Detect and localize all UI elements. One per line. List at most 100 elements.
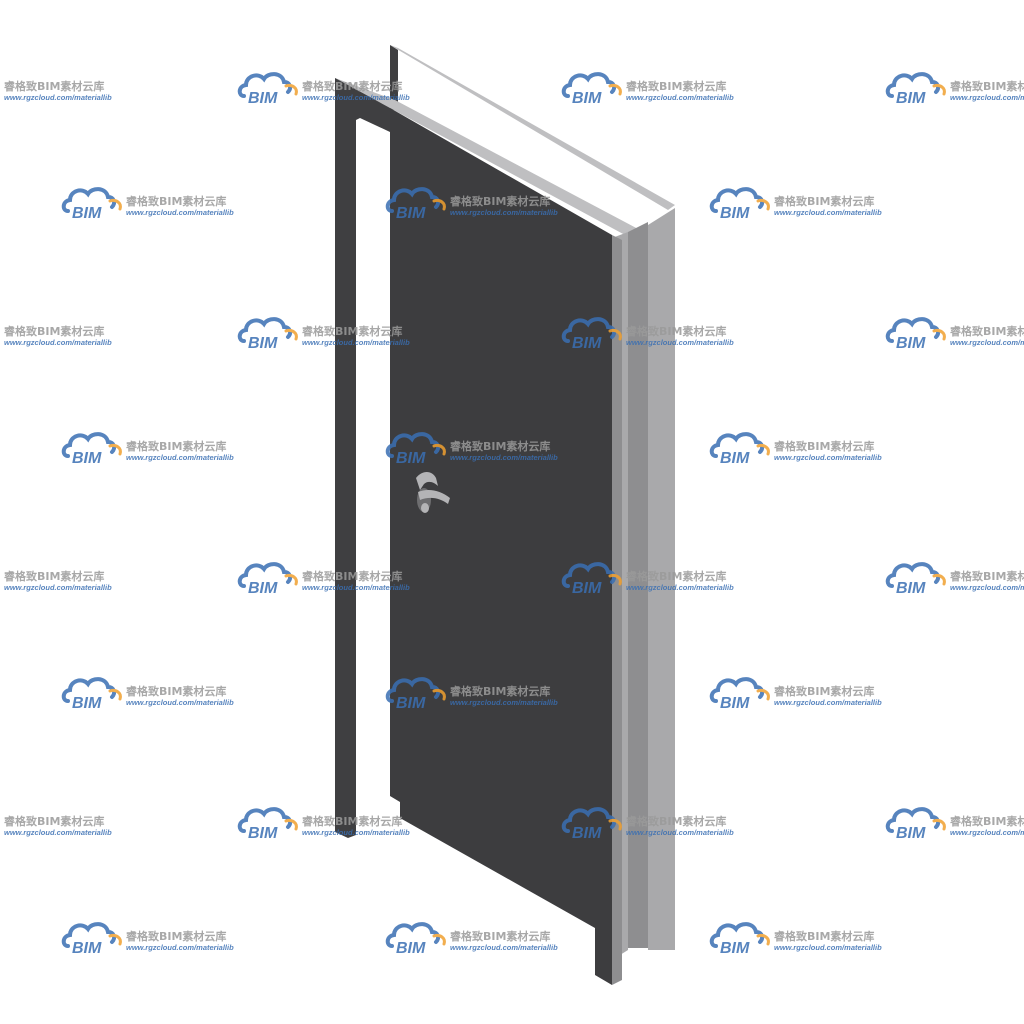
watermark-url: www.rgzcloud.com/materiallib — [774, 943, 882, 952]
door-handle-icon[interactable] — [416, 472, 450, 513]
cloud-logo-icon — [385, 677, 441, 703]
watermark-url: www.rgzcloud.com/materiallib — [4, 338, 112, 347]
watermark-title: 睿格致BIM素材云库 — [450, 439, 550, 453]
watermark-logo-text: BIM — [896, 335, 926, 352]
frame-mid-top-face — [335, 78, 640, 235]
watermark-tile: BIM睿格致BIM素材云库www.rgzcloud.com/materialli… — [385, 922, 558, 957]
watermark-tile: BIM睿格致BIM素材云库www.rgzcloud.com/materialli… — [385, 677, 558, 712]
watermark-title: 睿格致BIM素材云库 — [4, 324, 104, 338]
cloud-logo-icon — [61, 677, 117, 703]
watermark-layer: BIM睿格致BIM素材云库www.rgzcloud.com/materialli… — [4, 72, 1024, 957]
watermark-logo-text: BIM — [896, 825, 926, 842]
watermark-tile: BIM睿格致BIM素材云库www.rgzcloud.com/materialli… — [4, 79, 112, 102]
watermark-tile: BIM睿格致BIM素材云库www.rgzcloud.com/materialli… — [885, 807, 1024, 842]
watermark-url: www.rgzcloud.com/materiallib — [774, 208, 882, 217]
frame-back-top-edge — [390, 45, 675, 210]
watermark-url: www.rgzcloud.com/materiallib — [626, 583, 734, 592]
watermark-url: www.rgzcloud.com/materiallib — [4, 583, 112, 592]
cloud-logo-icon — [61, 922, 117, 948]
watermark-title: 睿格致BIM素材云库 — [774, 684, 874, 698]
cloud-logo-icon — [61, 432, 117, 458]
watermark-logo-text: BIM — [72, 450, 102, 467]
cloud-logo-icon — [885, 317, 941, 343]
watermark-tile: BIM 睿格致BIM素材云库www.rgzcloud.com/materialli… — [561, 807, 734, 842]
watermark-logo-text: BIM — [572, 335, 602, 352]
watermark-url: www.rgzcloud.com/materiallib — [450, 208, 558, 217]
watermark-logo-text: BIM — [72, 695, 102, 712]
watermark-title: 睿格致BIM素材云库 — [302, 569, 402, 583]
frame-mid-right-jamb — [628, 222, 648, 948]
cloud-logo-icon — [709, 677, 765, 703]
frame-back-panel — [390, 45, 398, 110]
frame-left-jamb-inner — [348, 85, 360, 838]
door-leaf-panel — [390, 108, 612, 985]
watermark-url: www.rgzcloud.com/materiallib — [450, 943, 558, 952]
watermark-tile: BIM睿格致BIM素材云库www.rgzcloud.com/materialli… — [885, 562, 1024, 597]
frame-head — [348, 85, 390, 132]
watermark-logo-text: BIM — [572, 90, 602, 107]
watermark-url: www.rgzcloud.com/materiallib — [626, 828, 734, 837]
watermark-title: 睿格致BIM素材云库 — [450, 684, 550, 698]
watermark-title: 睿格致BIM素材云库 — [4, 814, 104, 828]
watermark-url: www.rgzcloud.com/materiallib — [126, 943, 234, 952]
watermark-tile: BIM睿格致BIM素材云库www.rgzcloud.com/materialli… — [709, 432, 882, 467]
watermark-title: 睿格致BIM素材云库 — [450, 194, 550, 208]
watermark-tile: BIM 睿格致BIM素材云库www.rgzcloud.com/materialli… — [885, 317, 1024, 352]
cloud-logo-icon — [709, 187, 765, 213]
handle-keyhole — [421, 503, 429, 513]
watermark-url: www.rgzcloud.com/materiallib — [302, 338, 410, 347]
watermark-url: www.rgzcloud.com/materiallib — [950, 338, 1024, 347]
cloud-logo-icon — [237, 807, 293, 833]
watermark-tile: BIM睿格致BIM素材云库www.rgzcloud.com/materialli… — [885, 72, 1024, 107]
watermark-tile: BIM睿格致BIM素材云库www.rgzcloud.com/materialli… — [4, 324, 112, 347]
watermark-title: 睿格致BIM素材云库 — [950, 79, 1024, 93]
watermark-url: www.rgzcloud.com/materiallib — [450, 453, 558, 462]
watermark-tile: BIM睿格致BIM素材云库www.rgzcloud.com/materialli… — [61, 677, 234, 712]
watermark-logo-text: BIM — [72, 205, 102, 222]
cloud-logo-icon — [561, 807, 617, 833]
cloud-logo-icon — [237, 562, 293, 588]
cloud-logo-icon — [885, 807, 941, 833]
watermark-url: www.rgzcloud.com/materiallib — [302, 583, 410, 592]
watermark-title: 睿格致BIM素材云库 — [950, 324, 1024, 338]
watermark-tile: BIM睿格致BIM素材云库www.rgzcloud.com/materialli… — [561, 562, 734, 597]
cloud-logo-icon — [885, 72, 941, 98]
watermark-logo-text: BIM — [396, 695, 426, 712]
watermark-tile: BIM睿格致BIM素材云库www.rgzcloud.com/materialli… — [709, 677, 882, 712]
watermark-logo-text: BIM — [248, 580, 278, 597]
watermark-tile: BIM 睿格致BIM素材云库www.rgzcloud.com/materialli… — [237, 562, 410, 597]
watermark-title: 睿格致BIM素材云库 — [626, 79, 726, 93]
door-frame-back — [390, 45, 675, 950]
watermark-url: www.rgzcloud.com/materiallib — [126, 208, 234, 217]
watermark-url: www.rgzcloud.com/materiallib — [950, 583, 1024, 592]
watermark-url: www.rgzcloud.com/materiallib — [302, 828, 410, 837]
watermark-url: www.rgzcloud.com/materiallib — [126, 698, 234, 707]
cloud-logo-icon — [709, 922, 765, 948]
watermark-tile: BIM睿格致BIM素材云库www.rgzcloud.com/materialli… — [561, 317, 734, 352]
watermark-logo-text: BIM — [572, 825, 602, 842]
watermark-tile: BIM睿格致BIM素材云库www.rgzcloud.com/materialli… — [4, 569, 112, 592]
watermark-logo-text: BIM — [572, 580, 602, 597]
watermark-logo-text: BIM — [248, 825, 278, 842]
cloud-logo-icon — [709, 432, 765, 458]
door-leaf[interactable] — [390, 108, 622, 985]
cloud-logo-icon — [561, 562, 617, 588]
watermark-tile: BIM 睿格致BIM素材云库www.rgzcloud.com/materialli… — [709, 922, 882, 957]
watermark-title: 睿格致BIM素材云库 — [626, 814, 726, 828]
watermark-tile: BIM睿格致BIM素材云库www.rgzcloud.com/materialli… — [237, 72, 410, 107]
watermark-title: 睿格致BIM素材云库 — [302, 814, 402, 828]
watermark-title: 睿格致BIM素材云库 — [774, 929, 874, 943]
watermark-logo-text: BIM — [248, 90, 278, 107]
watermark-url: www.rgzcloud.com/materiallib — [126, 453, 234, 462]
watermark-url: www.rgzcloud.com/materiallib — [626, 338, 734, 347]
watermark-tile: BIM睿格致BIM素材云库www.rgzcloud.com/materialli… — [385, 432, 558, 467]
cloud-logo-icon — [237, 317, 293, 343]
cloud-logo-icon — [237, 72, 293, 98]
watermark-logo-text: BIM — [720, 940, 750, 957]
cloud-logo-icon — [561, 72, 617, 98]
watermark-tile: BIM睿格致BIM素材云库www.rgzcloud.com/materialli… — [385, 187, 558, 222]
watermark-title: 睿格致BIM素材云库 — [450, 929, 550, 943]
watermark-logo-text: BIM — [72, 940, 102, 957]
watermark-logo-text: BIM — [720, 695, 750, 712]
